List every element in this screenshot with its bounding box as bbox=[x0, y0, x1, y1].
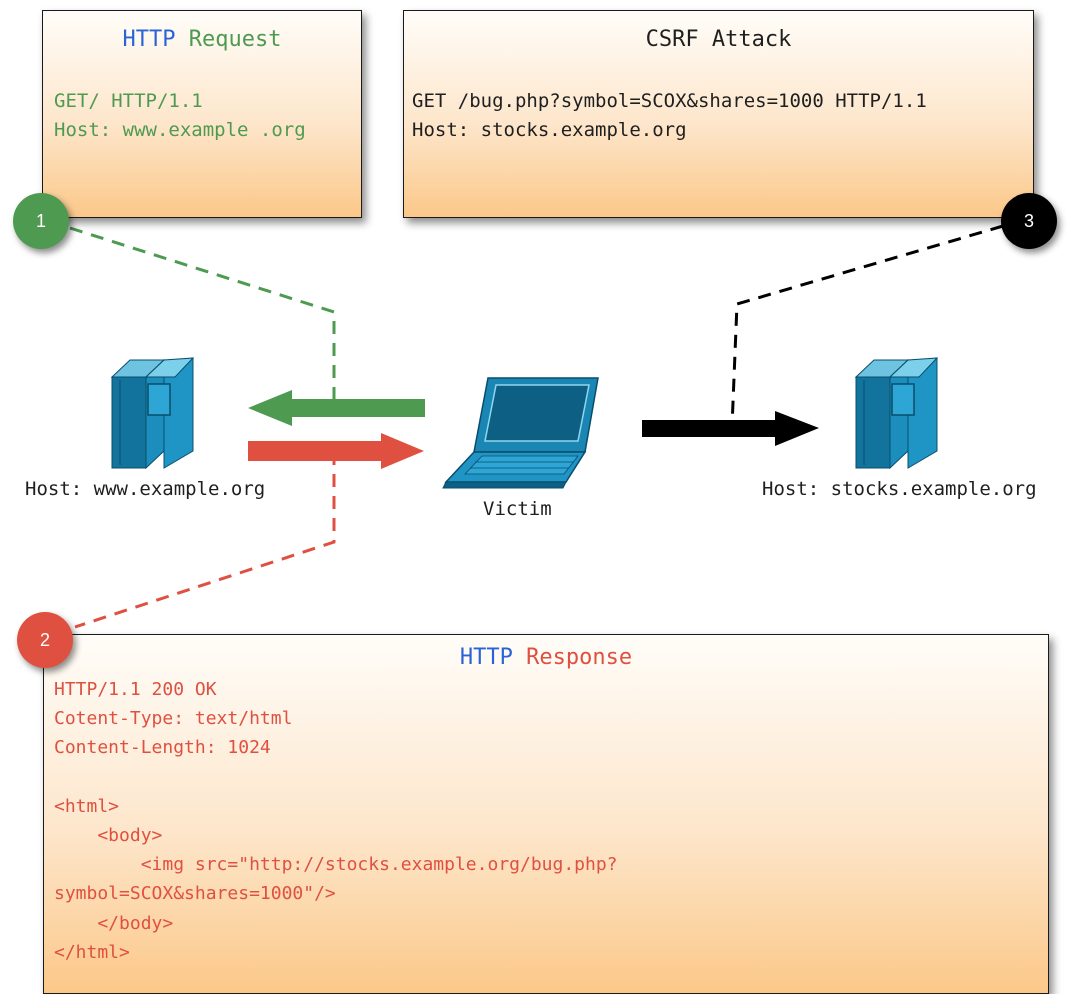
left-server-label: Host: www.example.org bbox=[25, 478, 266, 500]
csrf-attack-title: CSRF Attack bbox=[645, 27, 792, 52]
http-response-title-word2: Response bbox=[526, 645, 633, 670]
request-arrow bbox=[248, 390, 425, 426]
step-badge-1: 1 bbox=[13, 193, 69, 249]
csrf-arrow bbox=[642, 411, 819, 446]
http-response-content: HTTP/1.1 200 OK Cotent-Type: text/html C… bbox=[54, 679, 618, 963]
http-request-title: HTTP Request bbox=[43, 27, 361, 52]
http-request-title-word2: Request bbox=[188, 27, 282, 52]
laptop-icon bbox=[442, 377, 599, 489]
server-icon bbox=[854, 357, 939, 470]
step-badge-2: 2 bbox=[17, 612, 73, 668]
connector-2 bbox=[74, 452, 336, 629]
http-response-title: HTTP Response bbox=[44, 645, 1048, 670]
step-badge-3: 3 bbox=[1001, 193, 1057, 249]
response-arrow bbox=[248, 433, 424, 469]
http-request-box: HTTP Request GET/ HTTP/1.1 Host: www.exa… bbox=[42, 10, 362, 218]
victim-label: Victim bbox=[483, 498, 552, 520]
http-request-content: GET/ HTTP/1.1 Host: www.example .org bbox=[54, 90, 306, 141]
csrf-attack-box: CSRF Attack GET /bug.php?symbol=SCOX&sha… bbox=[403, 10, 1034, 218]
server-icon bbox=[110, 357, 195, 470]
connector-1 bbox=[69, 226, 336, 408]
right-server-label: Host: stocks.example.org bbox=[762, 478, 1037, 500]
http-response-title-word1: HTTP bbox=[459, 645, 513, 670]
connector-3 bbox=[730, 224, 1004, 428]
http-response-box: HTTP Response HTTP/1.1 200 OK Cotent-Typ… bbox=[43, 634, 1049, 994]
csrf-attack-content: GET /bug.php?symbol=SCOX&shares=1000 HTT… bbox=[412, 90, 927, 141]
http-request-title-word1: HTTP bbox=[122, 27, 176, 52]
